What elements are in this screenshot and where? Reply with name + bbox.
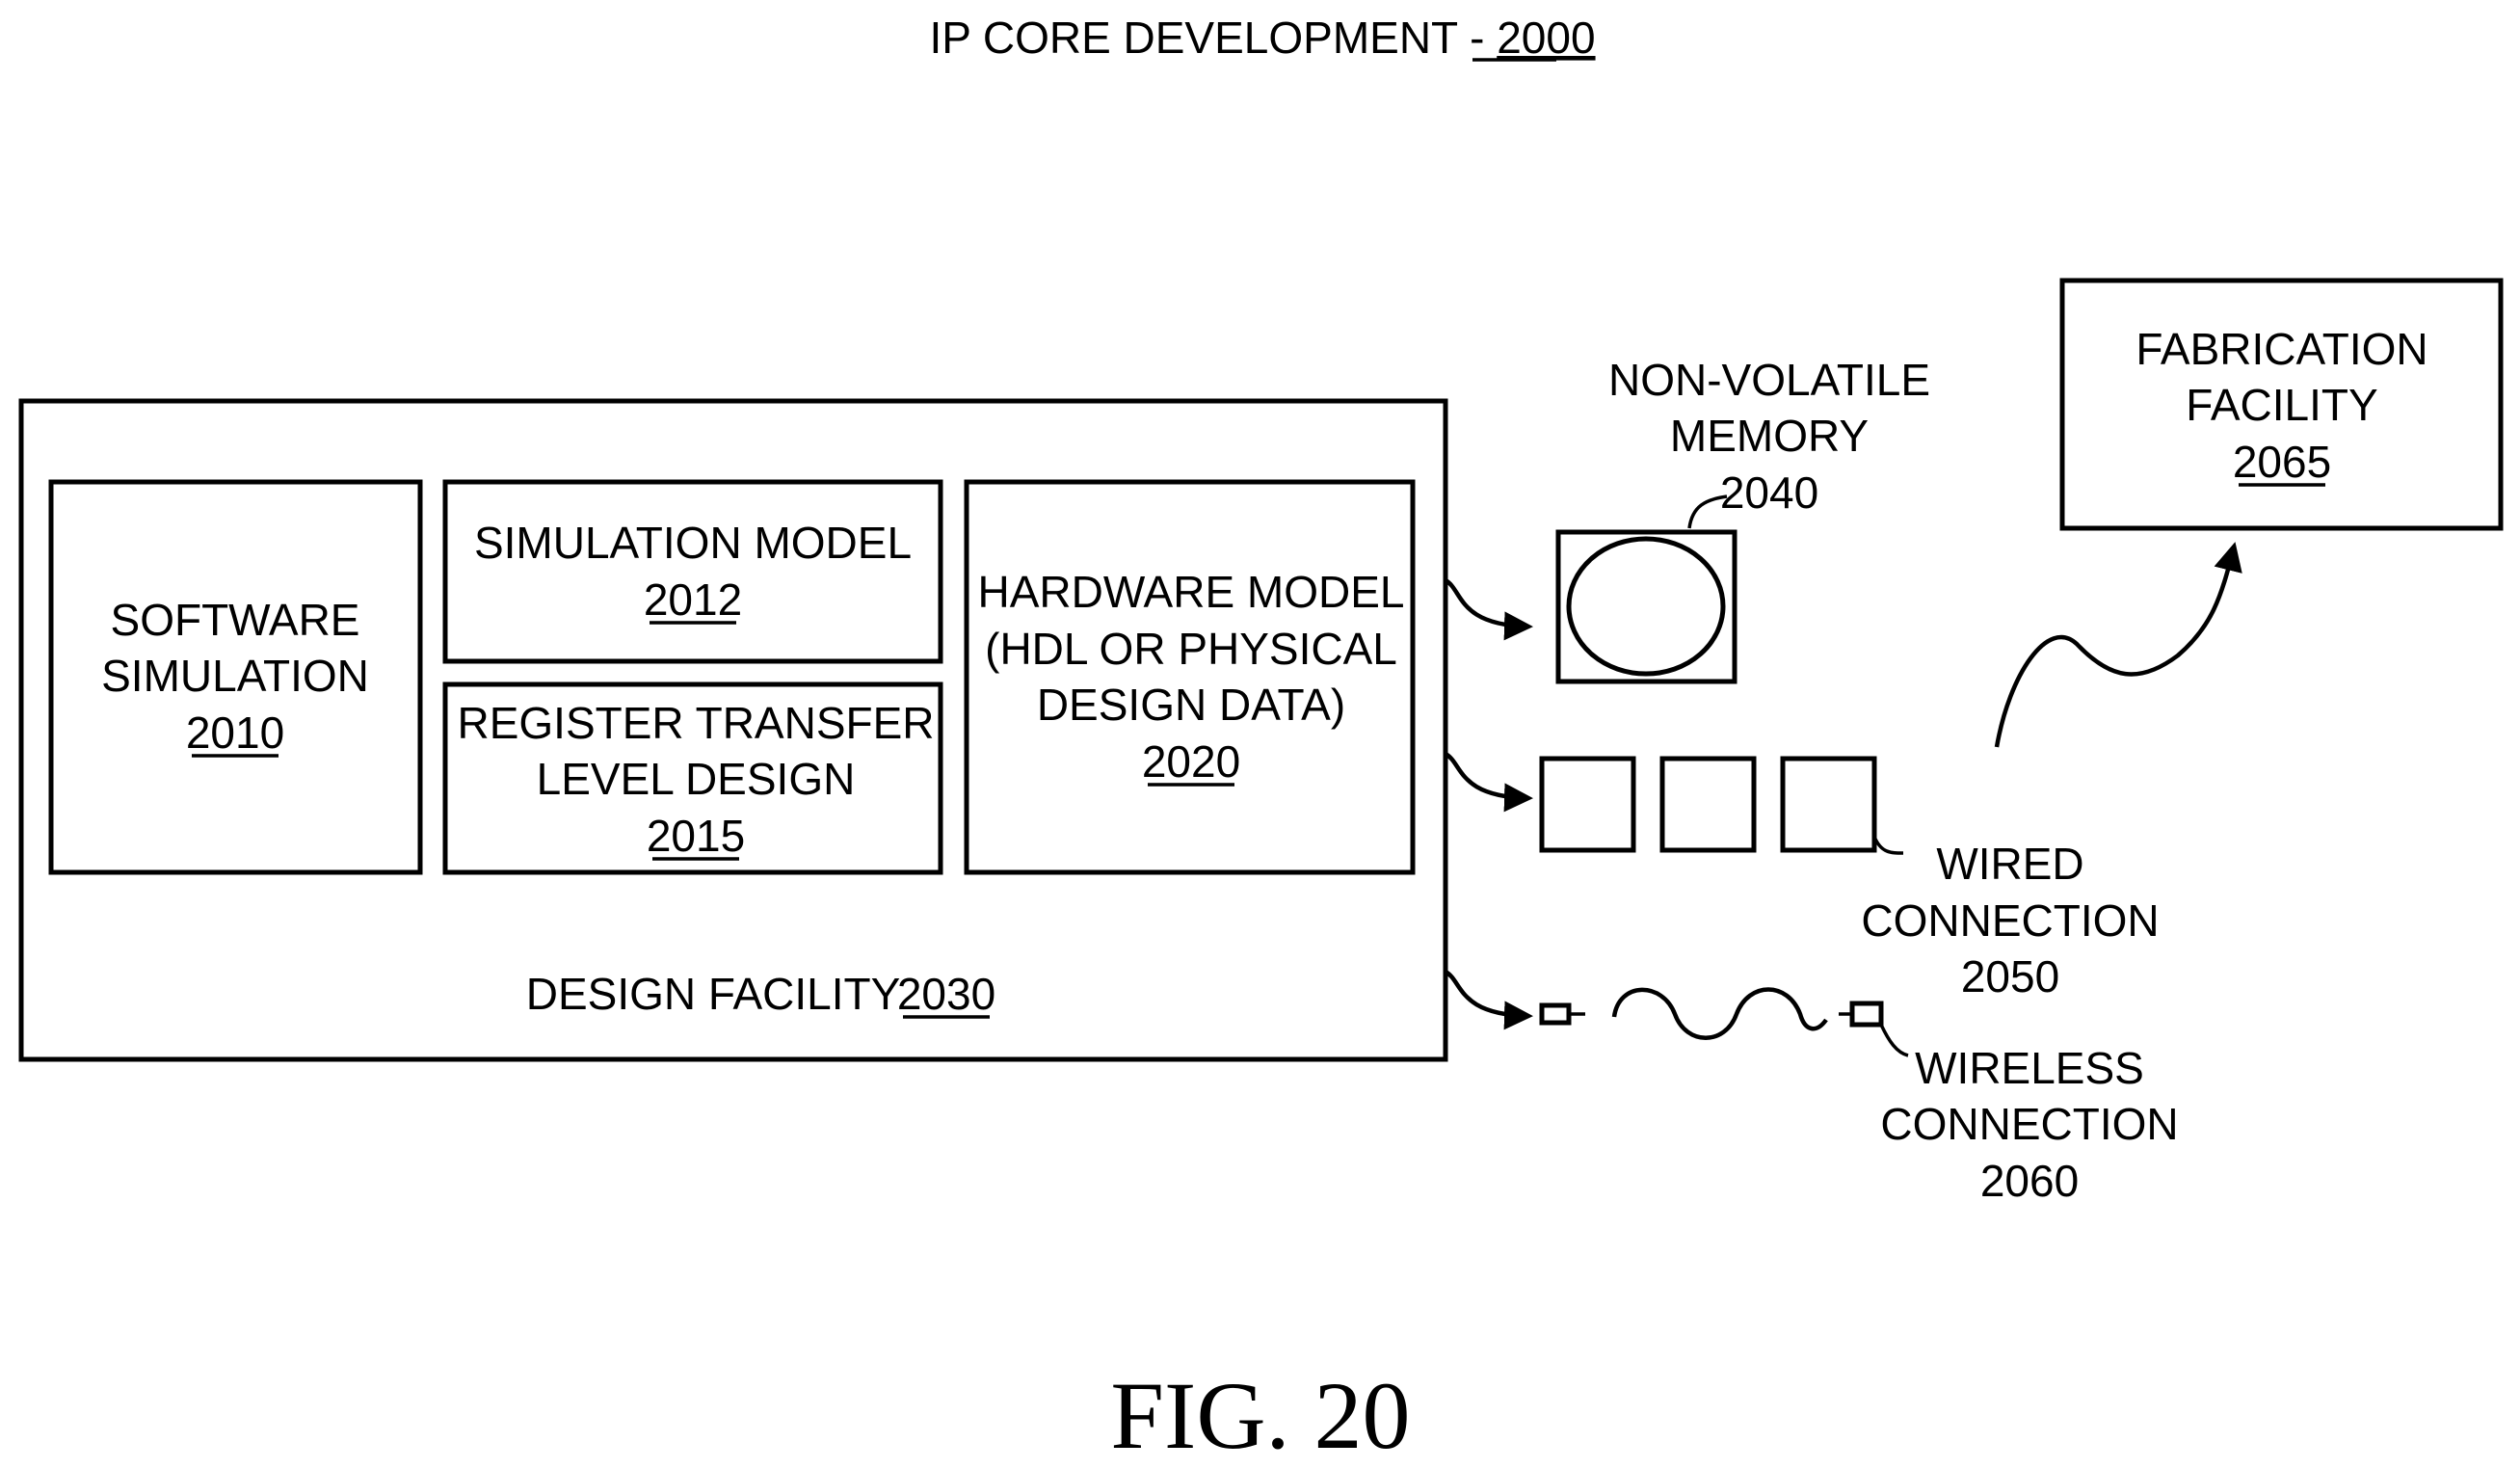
- wired-block-2: [1662, 759, 1754, 850]
- simulation-model-line1: SIMULATION MODEL: [474, 518, 912, 568]
- non-volatile-memory-line1: NON-VOLATILE: [1608, 355, 1930, 405]
- wired-connection-line2: CONNECTION: [1861, 895, 2159, 946]
- wireless-connection-line1: WIRELESS: [1915, 1043, 2144, 1093]
- memory-device-icon: [1558, 532, 1735, 681]
- svg-text:IP CORE DEVELOPMENT - 2000: IP CORE DEVELOPMENT - 2000: [929, 13, 1595, 63]
- design-facility-label: DESIGN FACILITY: [526, 969, 901, 1019]
- non-volatile-memory-line2: MEMORY: [1670, 411, 1869, 461]
- wireless-receiver-icon: [1852, 1003, 1881, 1025]
- wired-leader-line: [1874, 837, 1903, 853]
- rtl-design-line1: REGISTER TRANSFER: [458, 698, 935, 748]
- rtl-design-line2: LEVEL DESIGN: [537, 754, 856, 804]
- hardware-model-box: HARDWARE MODEL (HDL OR PHYSICAL DESIGN D…: [967, 482, 1413, 872]
- rtl-design-box: REGISTER TRANSFER LEVEL DESIGN 2015: [445, 684, 941, 872]
- simulation-model-ref: 2012: [644, 574, 742, 625]
- wireless-leader-line: [1881, 1025, 1908, 1055]
- wired-block-1: [1542, 759, 1633, 850]
- design-facility-ref: 2030: [897, 969, 995, 1019]
- software-simulation-line2: SIMULATION: [101, 651, 369, 701]
- wireless-connection-line2: CONNECTION: [1880, 1099, 2178, 1149]
- diagram-title-ref: 2000: [1497, 13, 1595, 63]
- arrow-to-memory: [1446, 580, 1527, 627]
- wireless-transmitter-icon: [1542, 1005, 1569, 1023]
- fabrication-facility-line1: FABRICATION: [2135, 324, 2427, 374]
- non-volatile-memory: NON-VOLATILE MEMORY 2040: [1558, 355, 1930, 681]
- wired-connection: WIRED CONNECTION 2050: [1542, 759, 2160, 1002]
- memory-disc-icon: [1569, 539, 1723, 674]
- wired-block-3: [1783, 759, 1874, 850]
- wireless-connection-ref: 2060: [1980, 1156, 2079, 1206]
- software-simulation-ref: 2010: [186, 708, 284, 758]
- arrow-to-fabrication: [1997, 548, 2234, 747]
- software-simulation-line1: SOFTWARE: [111, 595, 360, 645]
- wired-connection-line1: WIRED: [1936, 839, 2083, 889]
- rtl-design-ref: 2015: [647, 811, 745, 861]
- simulation-model-box: SIMULATION MODEL 2012: [445, 482, 941, 661]
- wired-connection-ref: 2050: [1961, 951, 2059, 1002]
- non-volatile-memory-ref: 2040: [1720, 467, 1818, 518]
- hardware-model-ref: 2020: [1142, 736, 1240, 787]
- arrow-to-wired: [1446, 754, 1527, 798]
- diagram-title: IP CORE DEVELOPMENT - 2000: [929, 13, 1595, 63]
- hardware-model-line3: DESIGN DATA): [1037, 680, 1345, 730]
- fabrication-facility-line2: FACILITY: [2186, 380, 2377, 430]
- arrow-to-wireless: [1446, 972, 1527, 1016]
- wireless-connection: WIRELESS CONNECTION 2060: [1542, 990, 2179, 1207]
- wireless-wave: [1614, 990, 1826, 1038]
- figure-label: FIG. 20: [1110, 1362, 1410, 1469]
- fabrication-facility-ref: 2065: [2233, 437, 2331, 487]
- fabrication-facility-box: FABRICATION FACILITY 2065: [2062, 280, 2501, 528]
- hardware-model-line2: (HDL OR PHYSICAL: [985, 624, 1397, 674]
- diagram-title-text: IP CORE DEVELOPMENT -: [929, 13, 1497, 63]
- hardware-model-line1: HARDWARE MODEL: [978, 567, 1405, 617]
- software-simulation-box: SOFTWARE SIMULATION 2010: [51, 482, 420, 872]
